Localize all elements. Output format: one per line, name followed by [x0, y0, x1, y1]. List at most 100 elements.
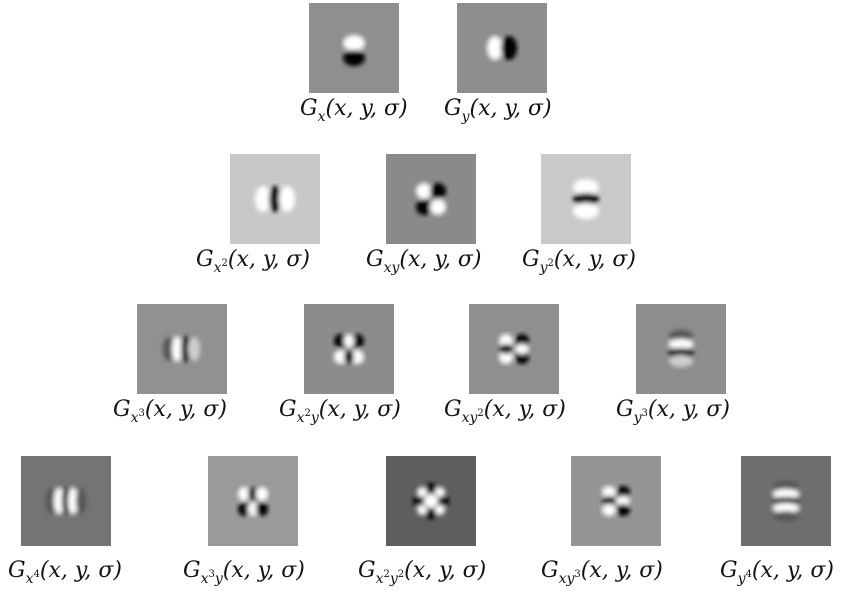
gyyy-lobe-0 [669, 330, 693, 342]
gxxx-lobe-2 [181, 336, 191, 362]
gxyy-lobe-1 [499, 350, 513, 364]
gxxxy-label: Gx3y(x, y, σ) [183, 559, 305, 591]
gxy-lobe-3 [430, 199, 446, 215]
gyyy-label-args: (x, y, σ) [647, 397, 730, 422]
gyyy-filter-image [636, 304, 726, 394]
gyyyy-lobe-1 [772, 489, 800, 499]
gx-lobe-0 [343, 35, 365, 51]
gxyy-label-symbol: G [444, 397, 462, 422]
gxxyy-filter-image [386, 456, 476, 546]
gxxxx-lobe-3 [68, 487, 78, 515]
gxxyy-label-args: (x, y, σ) [404, 558, 487, 583]
gxxy-label-symbol: G [279, 397, 297, 422]
gxy-filter-image [386, 154, 476, 244]
gxyyy-lobe-0 [602, 486, 616, 498]
gy-lobe-1 [501, 36, 517, 60]
gyyyy-filter-image [741, 456, 831, 546]
gxx-label: Gx2(x, y, σ) [196, 248, 310, 280]
gxyy-filter-image [469, 304, 559, 394]
gxyy-label-subscript: xy2 [461, 408, 484, 426]
gxxyy-lobe-0 [424, 483, 438, 495]
gxxy-filter-image [304, 304, 394, 394]
gxxy-lobe-3 [334, 350, 348, 364]
gxyy-lobe-3 [515, 334, 529, 348]
gyy-label-symbol: G [522, 247, 540, 272]
gxxx-label-symbol: G [113, 397, 131, 422]
gxyy-lobe-5 [515, 344, 529, 354]
gxxx-lobe-0 [163, 337, 175, 361]
gxyyy-label-args: (x, y, σ) [580, 558, 663, 583]
gxx-lobe-1 [269, 186, 281, 212]
gy-label-symbol: G [444, 96, 462, 121]
gxx-label-args: (x, y, σ) [227, 247, 310, 272]
gxx-filter-image [230, 154, 320, 244]
gxxxy-lobe-1 [248, 487, 258, 501]
gyyy-lobe-2 [668, 348, 694, 358]
gxy-label-symbol: G [366, 247, 384, 272]
gyy-lobe-0 [573, 179, 599, 195]
gyyyy-lobe-0 [773, 481, 799, 491]
gy-lobe-0 [487, 36, 503, 60]
gxyy-label: Gxy2(x, y, σ) [444, 398, 566, 430]
gxxy-lobe-4 [350, 350, 364, 364]
gxxxx-label-args: (x, y, σ) [39, 558, 122, 583]
gx-filter-image [309, 3, 399, 93]
gxxy-lobe-0 [334, 334, 348, 348]
gxx-label-subscript: x2 [213, 258, 228, 276]
gxxx-filter-image [137, 304, 227, 394]
gxxyy-lobe-1 [424, 507, 438, 519]
gxyy-label-args: (x, y, σ) [483, 397, 566, 422]
gxxyy-lobe-5 [417, 487, 427, 497]
gyy-label: Gy2(x, y, σ) [522, 248, 636, 280]
gxxy-label-args: (x, y, σ) [318, 397, 401, 422]
gxy-label: Gxy(x, y, σ) [366, 248, 481, 280]
gx-lobe-1 [343, 50, 365, 66]
gxx-label-symbol: G [196, 247, 214, 272]
gyyyy-lobe-4 [773, 511, 799, 521]
gxxxx-label: Gx4(x, y, σ) [8, 559, 122, 591]
gxxyy-lobe-6 [435, 487, 445, 497]
gxxy-label-subscript: x2y [296, 408, 319, 426]
gxxx-lobe-1 [172, 336, 182, 362]
gxyyy-label: Gxy3(x, y, σ) [541, 559, 663, 591]
gxyyy-lobe-1 [616, 486, 630, 498]
gxxy-lobe-2 [344, 334, 354, 348]
gxxy-lobe-1 [350, 334, 364, 348]
gxy-lobe-2 [416, 199, 432, 215]
gyy-lobe-2 [573, 203, 599, 219]
gyyy-label-subscript: y3 [633, 408, 648, 426]
gyyy-lobe-1 [668, 339, 694, 349]
gxxxy-label-subscript: x3y [200, 569, 223, 587]
gyy-label-subscript: y2 [539, 258, 554, 276]
gxxy-lobe-5 [344, 350, 354, 364]
gxy-lobe-1 [430, 183, 446, 199]
gxxxy-lobe-4 [248, 502, 258, 516]
gxxyy-lobe-4 [424, 494, 438, 508]
gxxyy-lobe-8 [435, 505, 445, 515]
gx-label-args: (x, y, σ) [325, 96, 408, 121]
gxxxx-lobe-0 [46, 488, 56, 514]
gyyyy-label-symbol: G [720, 558, 738, 583]
gxyyy-lobe-4 [602, 504, 616, 516]
gxxxx-lobe-4 [76, 488, 86, 514]
gy-filter-image [457, 3, 547, 93]
gxxxy-lobe-3 [238, 502, 250, 516]
gyy-filter-image [541, 154, 631, 244]
gxxxy-lobe-5 [256, 502, 268, 516]
gxxxy-lobe-0 [238, 487, 250, 501]
gxxxx-filter-image [21, 456, 111, 546]
gxxx-lobe-3 [188, 337, 200, 361]
gxxxx-label-symbol: G [8, 558, 26, 583]
gyy-label-args: (x, y, σ) [553, 247, 636, 272]
gyyy-lobe-3 [669, 355, 693, 367]
gxyy-lobe-2 [499, 344, 513, 354]
gxxxy-label-symbol: G [183, 558, 201, 583]
gy-label-args: (x, y, σ) [469, 96, 552, 121]
gxy-lobe-0 [416, 183, 432, 199]
gxxx-label-args: (x, y, σ) [144, 397, 227, 422]
gxxyy-lobe-3 [437, 494, 449, 508]
gx-label-symbol: G [300, 96, 318, 121]
gxyyy-lobe-3 [616, 496, 630, 506]
gyyyy-label-subscript: y4 [737, 569, 752, 587]
gxxyy-lobe-2 [413, 494, 425, 508]
